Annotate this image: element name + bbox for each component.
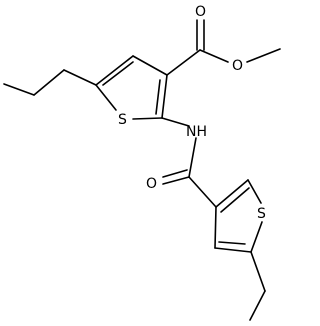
ester-carbonyl-oxygen-label: O: [195, 4, 206, 20]
bond-c5p-c4p: [214, 247, 252, 253]
bond-c5-ch2: [63, 69, 97, 86]
bond-ester-c-o-single: [199, 49, 229, 63]
ester-ether-oxygen-label: O: [232, 58, 243, 74]
amide-oxygen-label: O: [146, 176, 157, 192]
bond-ch2-ch2: [33, 69, 65, 96]
amide-linker: [161, 117, 217, 208]
bond-c3-c2-double: [155, 79, 161, 115]
bond-c4p-c3p: [214, 206, 217, 249]
bond-amide-c-o-b: [162, 169, 188, 178]
molecule-drawing: O O S NH O S: [3, 4, 281, 321]
bond-s-c5p: [250, 221, 263, 253]
methyl-ester-group: [166, 19, 281, 76]
bond-c5p-ch2: [250, 251, 266, 292]
bottom-thiophene-ring: [214, 179, 263, 253]
bottom-thiophene-sulfur-label: S: [257, 206, 266, 222]
bond-c5-c4: [95, 55, 134, 86]
bond-o-methyl: [246, 48, 281, 63]
bond-c3-ester-c: [166, 49, 201, 76]
bond-amide-c-ring: [188, 176, 217, 208]
ethyl-chain: [249, 251, 266, 321]
bond-c5-c4-double: [102, 61, 134, 86]
bond-c5p-c4p-double: [218, 241, 246, 245]
bond-ch2-ch3: [3, 83, 35, 96]
bond-ch2-ch3-ethyl: [249, 290, 266, 321]
bond-s-c5: [95, 84, 117, 111]
bond-c3-c2: [161, 74, 168, 119]
bond-n-amide-c: [188, 137, 197, 178]
bond-c3p-c2p: [215, 179, 249, 208]
bond-c3p-c2p-double: [220, 187, 250, 213]
top-thiophene-ring: [95, 55, 168, 120]
bond-c2p-s: [247, 179, 262, 204]
structure-canvas: O O S NH O S: [3, 4, 281, 321]
bond-c2-n: [161, 117, 190, 127]
amide-nitrogen-label: NH: [186, 124, 207, 140]
propyl-chain: [3, 69, 97, 96]
bond-c4-c3: [132, 55, 168, 76]
bond-amide-c-o-a: [162, 176, 190, 185]
top-thiophene-sulfur-label: S: [118, 112, 127, 128]
bond-c2-s: [132, 117, 163, 120]
